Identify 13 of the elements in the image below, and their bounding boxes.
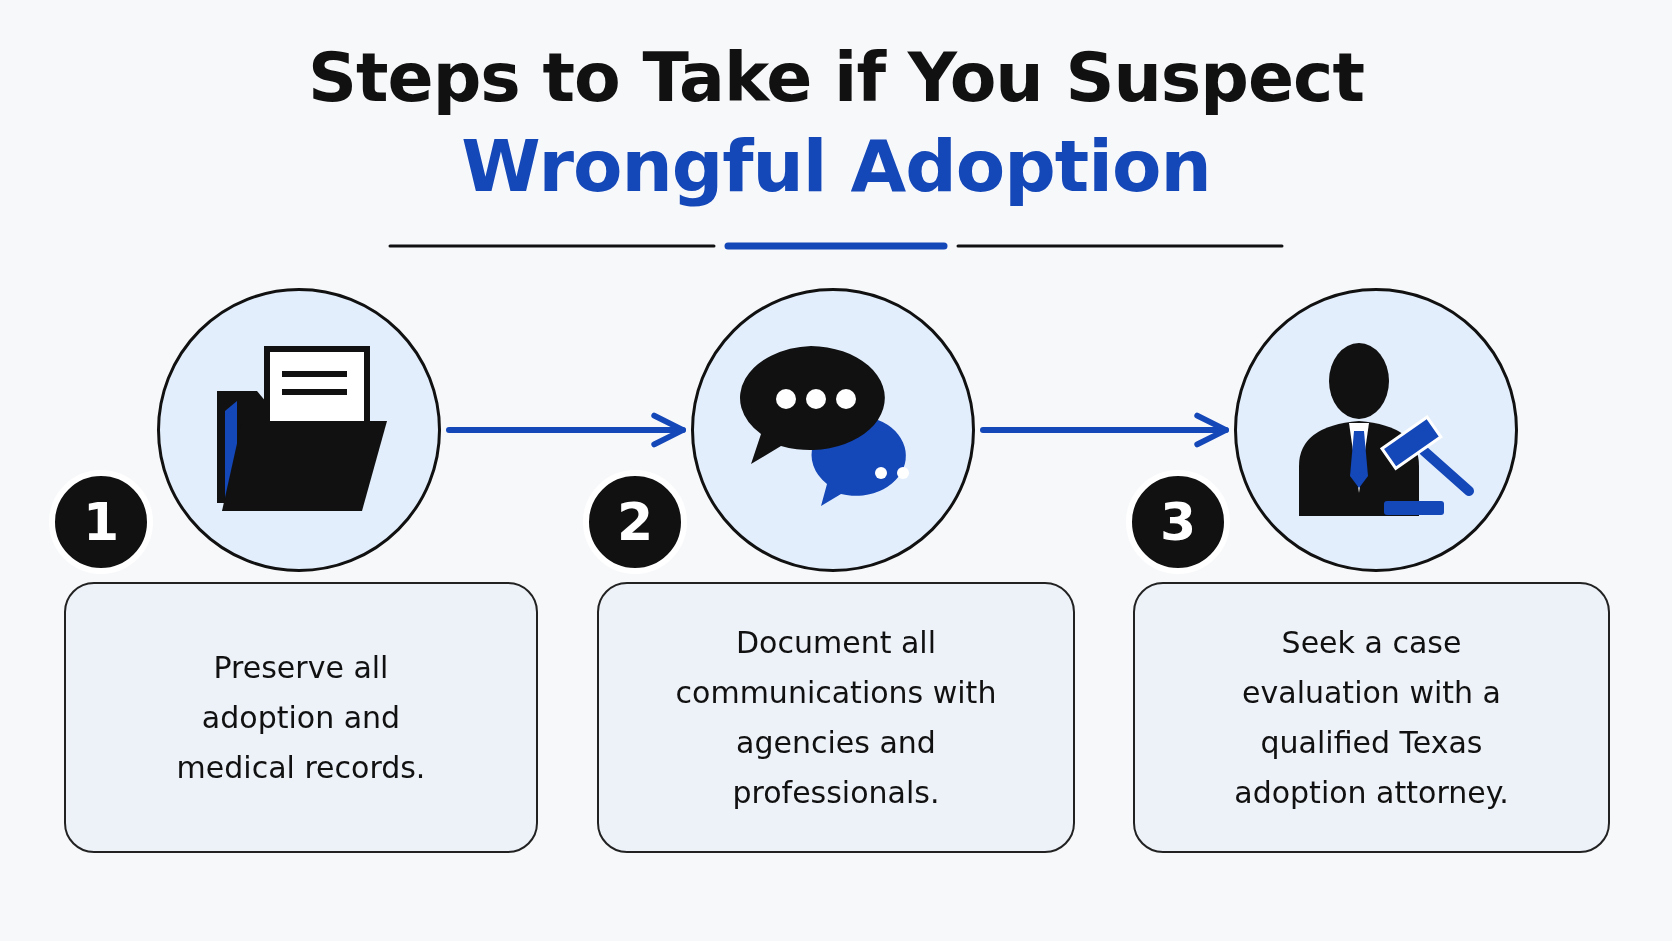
step-text: Seek a case evaluation with a qualified Texas adoption attorney. (1233, 623, 1510, 812)
step-number-badge: 1 (49, 470, 153, 574)
step-text: Document all communications with agencies and professionals. (674, 623, 998, 812)
step-card (64, 582, 538, 853)
arrow (446, 412, 686, 448)
step-card (1133, 582, 1610, 853)
subtitle: Wrongful Adoption (460, 124, 1212, 208)
title: Steps to Take if You Suspect (307, 38, 1365, 117)
step-number-badge: 3 (1126, 470, 1230, 574)
step-card (597, 582, 1075, 853)
step-number-badge: 2 (583, 470, 687, 574)
step-text: Preserve all adoption and medical records. (175, 648, 427, 787)
arrow (980, 412, 1229, 448)
